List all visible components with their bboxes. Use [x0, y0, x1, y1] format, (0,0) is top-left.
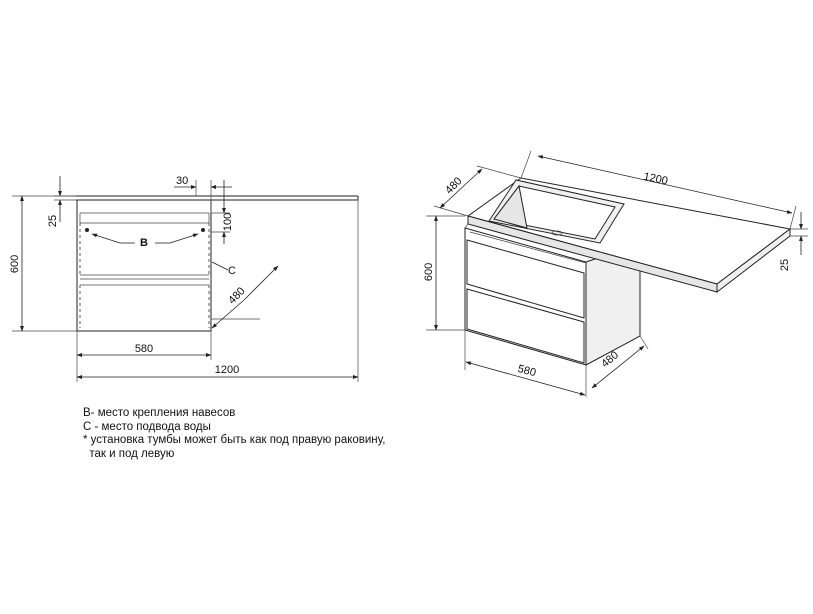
dim-100: 100	[222, 213, 234, 231]
drawer-upper	[466, 239, 585, 319]
mount-point-left	[85, 228, 89, 232]
notes-block: B- место крепления навесов С - место под…	[83, 407, 385, 461]
dim-600-front: 600	[9, 255, 21, 273]
dim-25-iso: 25	[779, 259, 791, 271]
mount-point-right	[201, 228, 205, 232]
dim-580-iso: 580	[516, 363, 537, 379]
front-view: B C 30 100 25 600 480	[9, 175, 359, 382]
note-c: С - место подвода воды	[83, 420, 211, 433]
note-b: B- место крепления навесов	[83, 407, 236, 419]
note-installation: * установка тумбы может быть как под пра…	[83, 434, 386, 446]
dim-1200-front: 1200	[215, 364, 239, 376]
dim-580-front: 580	[135, 343, 153, 355]
isometric-view: 480 1200 600 25 580 480	[423, 150, 808, 397]
dim-480-front: 480	[226, 285, 247, 306]
dim-30: 30	[176, 175, 188, 187]
label-c: C	[228, 265, 236, 277]
drain-icon	[551, 230, 563, 236]
dim-1200-iso: 1200	[642, 171, 668, 188]
dim-25-front: 25	[47, 215, 59, 227]
note-installation-cont: так и под левую	[83, 447, 175, 460]
dim-600-iso: 600	[423, 263, 435, 281]
dim-480-top: 480	[443, 175, 464, 196]
label-b: B	[140, 237, 148, 249]
